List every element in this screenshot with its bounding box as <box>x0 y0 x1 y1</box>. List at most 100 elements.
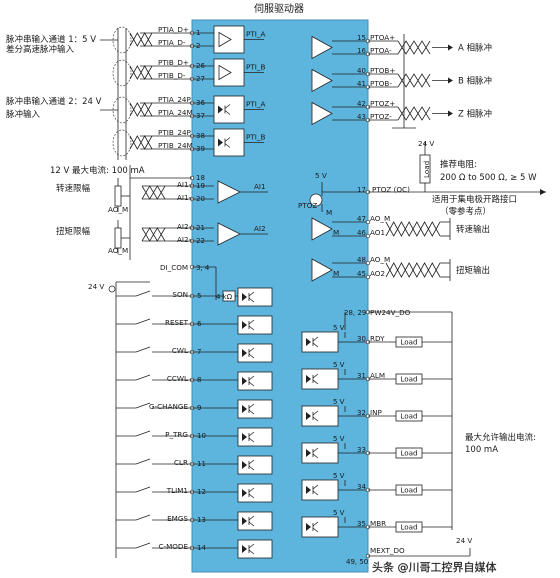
optocoupler-transistor-icon <box>224 104 231 115</box>
speed-limit-label: 转速限幅 <box>56 183 91 194</box>
twisted-pair-wire <box>129 65 153 80</box>
left-24v-label: 24 V <box>88 282 104 291</box>
digital-input-optocoupler <box>237 343 273 363</box>
analog-output-pin: 47 <box>357 215 366 223</box>
optocoupler-diode-icon <box>306 338 311 346</box>
digital-output-pin: 31 <box>357 372 366 380</box>
digital-output-pin: 32 <box>357 409 366 417</box>
ptoz-load-resistor <box>419 154 431 184</box>
optocoupler-transistor-icon <box>248 543 255 555</box>
digital-input-optocoupler <box>237 287 273 307</box>
digital-input-name: RESET <box>165 318 189 327</box>
digital-output-pin: 35 <box>357 520 366 528</box>
twisted-pair-wire <box>129 32 153 47</box>
potentiometer <box>114 185 122 207</box>
twisted-pair-wire <box>385 221 441 237</box>
load-label: Load <box>400 486 417 495</box>
recommended-resistor-value: 200 Ω to 500 Ω, ≥ 5 W <box>440 173 537 183</box>
digital-input-name: TLIM1 <box>166 486 188 495</box>
analog-output-amplifier-symbol <box>311 258 333 282</box>
supply-24v-symbol <box>108 285 116 293</box>
switch-contact <box>135 318 151 325</box>
optocoupler-transistor-icon <box>248 347 255 359</box>
max-current-value: 100 mA <box>465 445 498 455</box>
pw24-pins: 28, 29 <box>344 309 366 317</box>
optocoupler-diode-icon <box>242 461 247 469</box>
receiver-amplifier-symbol <box>218 64 232 81</box>
optocoupler-transistor-icon <box>248 319 255 331</box>
twisted-pair-wire <box>397 73 431 88</box>
pulse-input-signal: PTIA_24M <box>158 108 193 117</box>
twisted-pair-wire <box>385 262 441 278</box>
digital-input-name: CCWL <box>167 374 188 383</box>
twisted-pair-wire <box>397 40 431 55</box>
optocoupler-diode-icon <box>306 523 311 531</box>
digital-input-name: G-CHANGE <box>149 402 188 411</box>
twisted-pair-wire <box>129 135 153 150</box>
arrow-head-icon <box>540 189 546 195</box>
twisted-pair-wire <box>141 185 166 200</box>
optocoupler-diode-icon <box>242 433 247 441</box>
load-label: Load <box>400 338 417 347</box>
watermark-text: 头条 @川哥工控界自媒体 <box>372 560 497 574</box>
pw24-label: PW24V_DO <box>370 308 411 317</box>
analog-ground-m: M <box>333 269 339 278</box>
optocoupler-transistor-icon <box>248 431 255 443</box>
switch-contact <box>135 486 151 493</box>
optocoupler-transistor-icon <box>312 484 319 496</box>
di-com-pins: 3, 4 <box>196 264 210 272</box>
terminal-dot <box>365 219 371 225</box>
bottom-24v-label: 24 V <box>456 536 472 545</box>
pulse-output-signal: PTOA- <box>370 46 392 55</box>
digital-input-optocoupler <box>237 399 273 419</box>
optocoupler-diode-icon <box>218 105 223 114</box>
switch-contact <box>135 374 151 381</box>
optocoupler-transistor-icon <box>248 515 255 527</box>
optocoupler-diode-icon <box>242 545 247 553</box>
pulse-output-label: Z 相脉冲 <box>458 109 492 120</box>
ptoz-load-label: Load <box>422 161 431 178</box>
analog-output-signal: AO1 <box>370 228 385 237</box>
digital-input-optocoupler <box>237 511 273 531</box>
ptoz-transistor-icon <box>309 193 323 207</box>
digital-input-name: SON <box>172 290 188 299</box>
do-5v-label: 5 V <box>333 472 345 480</box>
do-5v-label: 5 V <box>333 324 345 332</box>
load-label: Load <box>400 523 417 532</box>
open-collector-note: 适用于集电极开路接口 <box>432 194 517 205</box>
analog-output-amplifier-symbol <box>311 217 333 241</box>
digital-output-name: MBR <box>370 519 386 528</box>
load-label: Load <box>400 449 417 458</box>
pin-18: 18 <box>196 174 205 182</box>
pulse-output-pin: 43 <box>357 113 366 121</box>
ai2-amplifier-symbol <box>217 222 241 246</box>
recommended-resistor-label: 推荐电阻: <box>440 159 477 170</box>
optocoupler-diode-icon <box>306 486 311 494</box>
analog-output-label: 转速输出 <box>456 224 490 235</box>
analog-output-signal: AO2 <box>370 269 385 278</box>
potentiometer <box>114 227 122 249</box>
digital-output-pin: 34 <box>357 483 366 491</box>
resistor-4k-label: 4 kΩ <box>216 293 233 301</box>
cable-shield <box>112 129 132 157</box>
digital-input-optocoupler <box>237 315 273 335</box>
digital-input-optocoupler <box>237 427 273 447</box>
digital-output-name: INP <box>370 408 382 417</box>
digital-output-pin: 33 <box>357 446 366 454</box>
digital-input-optocoupler <box>237 371 273 391</box>
di-com-label: DI_COM <box>160 263 188 272</box>
pulse-output-pin: 15 <box>357 34 366 42</box>
switch-contact <box>135 346 151 353</box>
ptoz-oc-pin: 17 <box>357 186 366 194</box>
pulse-output-pin: 41 <box>357 80 366 88</box>
twisted-pair-wire <box>397 73 431 88</box>
pulse-ch1-label: 脉冲串输入通道 1：5 V <box>6 34 96 45</box>
analog-input-signal: AI2- <box>177 235 192 244</box>
analog-output-pin: 45 <box>357 270 366 278</box>
pulse-input-signal: PTIB_D+ <box>158 58 189 67</box>
optocoupler-transistor-icon <box>248 291 255 303</box>
twisted-pair-wire <box>397 40 431 55</box>
cable-shield <box>112 26 132 54</box>
